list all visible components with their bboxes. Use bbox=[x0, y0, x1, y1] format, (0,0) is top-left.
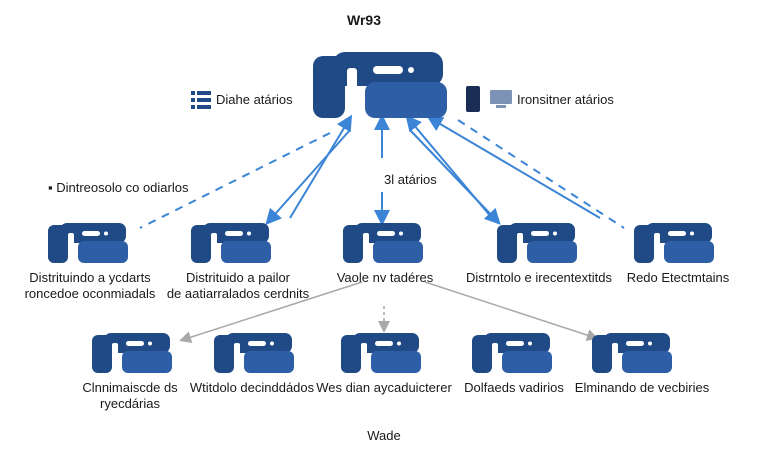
node-label: Elminando de vecbiries bbox=[562, 380, 722, 396]
gray-link-left bbox=[179, 281, 363, 343]
server-icon bbox=[343, 223, 423, 263]
list-icon bbox=[191, 91, 211, 109]
server-icon bbox=[497, 223, 577, 263]
node-label-line2: de aatiarralados cerdnits bbox=[166, 286, 310, 301]
server-icon bbox=[634, 223, 714, 263]
node-label-line1: Clnnimaiscde ds bbox=[82, 380, 178, 395]
gray-link-right bbox=[424, 281, 599, 341]
legend-left-label: Diahe atários bbox=[216, 92, 293, 107]
legend-right-label: Ironsitner atários bbox=[517, 92, 614, 107]
legend-upper-left-text: Dintreosolo co odiarlos bbox=[56, 180, 189, 195]
node-label: Wes dian aycaduicterer bbox=[304, 380, 464, 396]
node-label: Distrituindo a ycdarts roncedoe oconmiad… bbox=[10, 270, 170, 302]
node-label: Vaole nv tadéres bbox=[305, 270, 465, 286]
legend-upper-left-label: ▪ Dintreosolo co odiarlos bbox=[48, 180, 189, 195]
node-label-line1: Wtitdolo decinddádos bbox=[189, 380, 315, 395]
node-label-line1: Distrntolo e irecentextitds bbox=[466, 270, 612, 285]
diagram-footer: Wade bbox=[367, 428, 401, 443]
node-label-line1: Elminando de vecbiries bbox=[574, 380, 710, 395]
node-label-line2: roncedoe oconmiadals bbox=[24, 286, 156, 301]
server-icon bbox=[48, 223, 128, 263]
dashed-link-right bbox=[457, 119, 625, 229]
diagram-title: Wr93 bbox=[347, 12, 381, 28]
node-label-line1: Distrituido a pailor bbox=[185, 270, 291, 285]
node-label: Distrituido a pailor de aatiarralados ce… bbox=[158, 270, 318, 302]
server-icon bbox=[214, 333, 294, 373]
node-label-line1: Redo Etectmtains bbox=[626, 270, 730, 285]
node-label-line1: Dolfaeds vadirios bbox=[464, 380, 564, 395]
server-icon bbox=[92, 333, 172, 373]
arrow-up-d bbox=[426, 115, 601, 219]
node-label-line1: Vaole nv tadéres bbox=[336, 270, 434, 285]
legend-center-label: 3l atários bbox=[384, 172, 437, 187]
node-label: Clnnimaiscde ds ryecdárias bbox=[50, 380, 210, 412]
arrow-down-a bbox=[265, 129, 351, 225]
arrow-down-c bbox=[409, 129, 501, 225]
dashed-link-left bbox=[139, 132, 331, 229]
server-icon bbox=[341, 333, 421, 373]
node-label: Wtitdolo decinddádos bbox=[172, 380, 332, 396]
node-label-line1: Distrituindo a ycdarts bbox=[29, 270, 151, 285]
node-label: Dolfaeds vadirios bbox=[434, 380, 594, 396]
node-label: Redo Etectmtains bbox=[598, 270, 758, 286]
node-label-line2: ryecdárias bbox=[100, 396, 160, 411]
node-label-line1: Wes dian aycaduicterer bbox=[316, 380, 452, 395]
node-label: Distrntolo e irecentextitds bbox=[459, 270, 619, 286]
server-icon bbox=[191, 223, 271, 263]
arrow-up-a bbox=[289, 114, 353, 219]
server-icon bbox=[592, 333, 672, 373]
main-server-icon bbox=[313, 52, 447, 118]
device-monitor-icon bbox=[466, 86, 512, 112]
server-icon bbox=[472, 333, 552, 373]
